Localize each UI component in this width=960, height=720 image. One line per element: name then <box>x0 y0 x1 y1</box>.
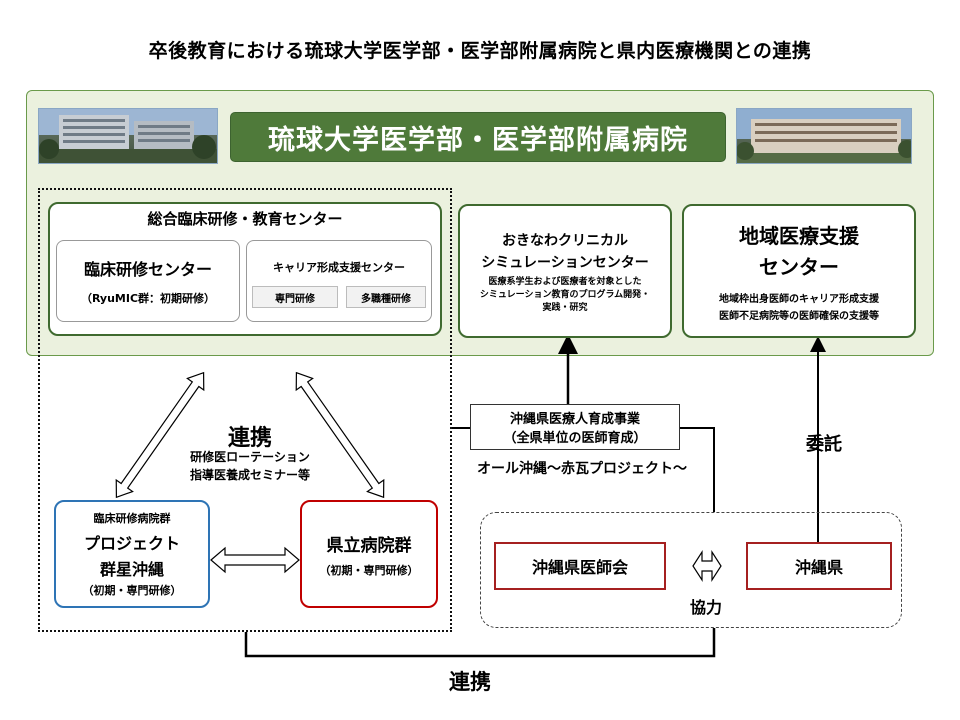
collaboration-label: 連携 <box>227 426 272 451</box>
page-title: 卒後教育における琉球大学医学部・医学部附属病院と県内医療機関との連携 <box>148 40 812 62</box>
simulation-center-box: おきなわクリニカル シミュレーションセンター 医療系学生および医療者を対象とした… <box>458 204 672 338</box>
project-subtitle: オール沖縄～赤瓦プロジェクト～ <box>477 461 687 477</box>
simulation-center-desc-line2: シミュレーション教育のプログラム開発・ <box>479 289 651 300</box>
clinical-training-center-note: （RyuMIC群：初期研修） <box>80 292 216 305</box>
hospital-groups-double-arrow <box>210 546 300 574</box>
regional-medical-support-center-box: 地域医療支援 センター 地域枠出身医師のキャリア形成支援 医師不足病院等の医師確… <box>682 204 916 338</box>
project-line2: （全県単位の医師育成） <box>503 431 647 446</box>
university-building-photo <box>38 108 218 164</box>
clinical-training-hospital-group-box: 臨床研修病院群 プロジェクト 群星沖縄 （初期・専門研修） <box>54 500 210 608</box>
clinical-training-center-name: 臨床研修センター <box>83 260 212 279</box>
prefectural-hospital-group-box: 県立病院群 （初期・専門研修） <box>300 500 438 608</box>
okinawa-medical-association-box: 沖縄県医師会 <box>494 542 666 590</box>
hospital-building-photo <box>736 108 912 164</box>
building-photo-right-graphic <box>737 109 911 163</box>
medical-human-resource-project-box: 沖縄県医療人育成事業 （全県単位の医師育成） <box>470 404 680 450</box>
multi-profession-training-label: 多職種研修 <box>346 286 426 308</box>
regional-center-name-line2: センター <box>759 255 839 279</box>
cooperation-region <box>480 512 902 628</box>
hospital-group-line3: 群星沖縄 <box>99 560 164 579</box>
specialty-training-label: 専門研修 <box>252 286 338 308</box>
career-support-center-name: キャリア形成支援センター <box>273 261 405 274</box>
collaboration-detail-line2: 指導医養成セミナー等 <box>189 468 310 482</box>
simulation-center-desc-line1: 医療系学生および医療者を対象とした <box>488 276 642 287</box>
regional-center-desc-line1: 地域枠出身医師のキャリア形成支援 <box>719 294 879 305</box>
prefectural-group-line2: （初期・専門研修） <box>319 563 419 577</box>
simulation-center-name-line1: おきなわクリニカル <box>502 232 628 249</box>
education-center-title: 総合臨床研修・教育センター <box>147 210 343 228</box>
simulation-center-desc-line3: 実践・研究 <box>542 302 588 313</box>
bottom-collab-bracket <box>244 628 716 658</box>
hospital-group-line4: （初期・専門研修） <box>82 584 182 597</box>
prefectural-group-line1: 県立病院群 <box>326 535 412 556</box>
collaboration-detail-line1: 研修医ローテーション <box>190 450 310 464</box>
collab-double-arrow-right <box>295 371 385 499</box>
regional-center-name-line1: 地域医療支援 <box>739 224 859 248</box>
collab-double-arrow-left <box>115 371 205 499</box>
hospital-group-line2: プロジェクト <box>83 534 180 553</box>
building-photo-left-graphic <box>39 109 217 163</box>
cooperation-label: 協力 <box>689 598 722 617</box>
regional-center-desc-line2: 医師不足病院等の医師確保の支援等 <box>719 311 879 322</box>
entrust-label: 委託 <box>806 434 842 455</box>
okinawa-prefecture-box: 沖縄県 <box>746 542 892 590</box>
career-support-center-box: キャリア形成支援センター <box>246 240 432 322</box>
cooperate-double-arrow <box>692 549 722 583</box>
project-line1: 沖縄県医療人育成事業 <box>509 412 640 427</box>
clinical-training-center-box: 臨床研修センター （RyuMIC群：初期研修） <box>56 240 240 322</box>
education-collaboration-region <box>38 188 452 632</box>
bottom-collaboration-label: 連携 <box>449 670 491 694</box>
project-right-line <box>680 427 715 512</box>
university-name-banner: 琉球大学医学部・医学部附属病院 <box>230 112 726 162</box>
simulation-center-name-line2: シミュレーションセンター <box>481 254 649 271</box>
hospital-group-line1: 臨床研修病院群 <box>93 512 171 525</box>
